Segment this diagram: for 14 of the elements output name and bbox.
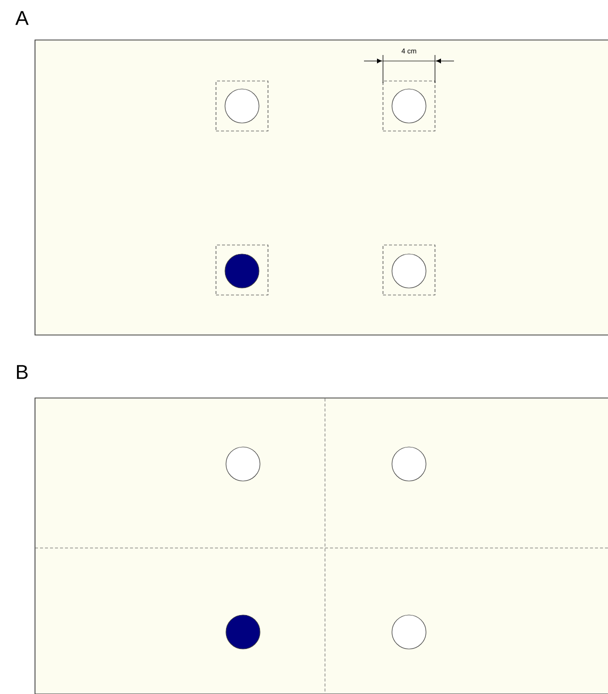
dot-circle	[392, 614, 426, 650]
filled-dot	[226, 614, 260, 650]
dot-circle	[392, 254, 426, 288]
dashed-square	[382, 244, 436, 296]
dashed-square	[216, 80, 268, 132]
panel-letter: A	[15, 11, 29, 25]
dot-circle	[392, 446, 426, 482]
dot-circle	[226, 446, 260, 482]
filled-dot	[224, 254, 260, 288]
dot-circle	[392, 88, 426, 124]
dashed-square	[216, 244, 268, 296]
dashed-square	[382, 80, 436, 132]
panel-letter: B	[16, 365, 28, 379]
dot-circle	[224, 88, 260, 124]
